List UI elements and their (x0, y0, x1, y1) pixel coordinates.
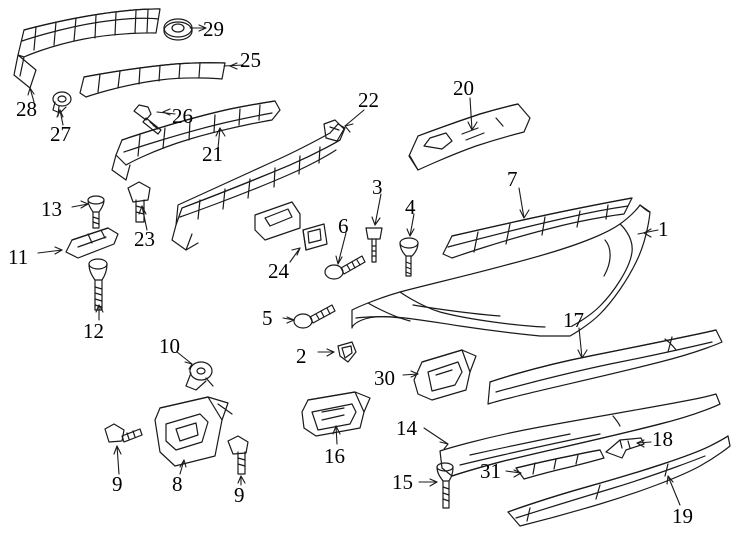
callout-3: 3 (372, 175, 383, 199)
callout-23: 23 (134, 227, 155, 251)
callout-31: 31 (480, 459, 501, 483)
part-20-bracket (408, 103, 531, 171)
part-9-left-bolt (104, 423, 143, 443)
part-8-bracket (154, 396, 233, 467)
callout-24: 24 (268, 259, 289, 283)
part-30-bracket (413, 349, 477, 401)
callout-20: 20 (453, 76, 474, 100)
part-29-nut (163, 18, 193, 41)
leader-lines (27, 24, 681, 506)
part-25-upper-trim (13, 8, 161, 89)
callout-12: 12 (83, 319, 104, 343)
callout-1: 1 (658, 217, 669, 241)
part-26-bolt (133, 104, 162, 135)
part-24-clip (302, 223, 328, 251)
part-23-bolt (127, 181, 151, 223)
part-5-bolt (293, 304, 336, 329)
callout-18: 18 (652, 427, 673, 451)
callout-25: 25 (240, 48, 261, 72)
part-1-bumper-cover (351, 204, 651, 337)
part-12-screw (88, 258, 108, 311)
callout-30: 30 (374, 366, 395, 390)
part-16-bracket (301, 391, 371, 437)
callout-28: 28 (16, 97, 37, 121)
callout-10: 10 (159, 334, 180, 358)
callout-19: 19 (672, 504, 693, 528)
part-19-lower-spoiler (507, 435, 731, 527)
callout-9-left: 9 (112, 472, 123, 496)
part-11-bracket (65, 227, 119, 259)
callout-29: 29 (203, 17, 224, 41)
part-9-right-bolt (227, 435, 249, 475)
part-15-screw (436, 462, 454, 509)
part-2-clip (337, 341, 357, 363)
part-22-impact-bar (171, 119, 346, 251)
part-7-upper-trim (442, 197, 633, 259)
callout-9-right: 9 (234, 483, 245, 507)
part-6-bolt (324, 255, 366, 280)
callout-15: 15 (392, 470, 413, 494)
part-25-bracket (79, 62, 226, 98)
callout-6: 6 (338, 214, 349, 238)
part-13-screw (87, 195, 105, 229)
callout-13: 13 (41, 197, 62, 221)
callout-2: 2 (296, 344, 307, 368)
part-4-screw (399, 237, 419, 277)
callout-5: 5 (262, 306, 273, 330)
callout-22: 22 (358, 88, 379, 112)
callout-16: 16 (324, 444, 345, 468)
callout-17: 17 (563, 308, 584, 332)
callout-4: 4 (405, 195, 416, 219)
part-10-clip (185, 361, 214, 391)
callout-7: 7 (507, 167, 518, 191)
callout-21: 21 (202, 142, 223, 166)
part-3-bolt (365, 227, 383, 263)
callout-26: 26 (172, 104, 193, 128)
part-21-reinforcement-bar (111, 100, 281, 181)
part-28-clip (52, 91, 72, 114)
callout-14: 14 (396, 416, 417, 440)
part-31-bracket (515, 449, 605, 480)
callout-27: 27 (50, 122, 71, 146)
callout-8: 8 (172, 472, 183, 496)
part-14-lower-valance (439, 393, 721, 477)
part-17-valance (487, 329, 723, 405)
part-18-clip (605, 437, 645, 459)
callout-11: 11 (8, 245, 29, 269)
